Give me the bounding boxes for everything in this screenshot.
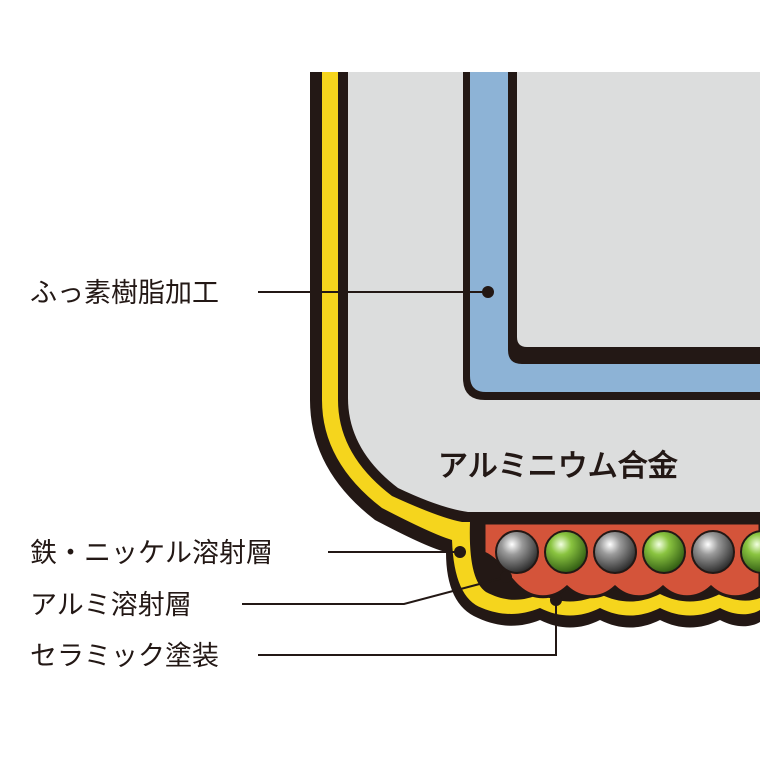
iron-nickel-leader-dot (454, 546, 466, 558)
aluminum-spray-leader-dot (500, 571, 512, 583)
fluororesin-coating-layer (470, 72, 760, 392)
iron-nickel-label: 鉄・ニッケル溶射層 (30, 538, 273, 569)
aluminum-spray-label: アルミ溶射層 (30, 590, 192, 621)
aluminum-core (348, 72, 760, 512)
ceramic-label: セラミック塗装 (30, 641, 219, 672)
leader-lines (242, 291, 557, 656)
iron-nickel-bead (593, 530, 637, 574)
iron-nickel-bead (642, 530, 686, 574)
ceramic-leader-dot (550, 594, 562, 606)
iron-nickel-bead (495, 530, 539, 574)
aluminum-spray-leader-line (242, 576, 507, 605)
iron-nickel-bead (544, 530, 588, 574)
coating-label: ふっ素樹脂加工 (30, 278, 219, 309)
ceramic-leader-line (258, 600, 557, 656)
aluminum-alloy-label: アルミニウム合金 (438, 449, 679, 484)
coating-leader-dot (482, 286, 494, 298)
iron-nickel-bead (740, 530, 760, 574)
iron-nickel-bead (691, 530, 735, 574)
